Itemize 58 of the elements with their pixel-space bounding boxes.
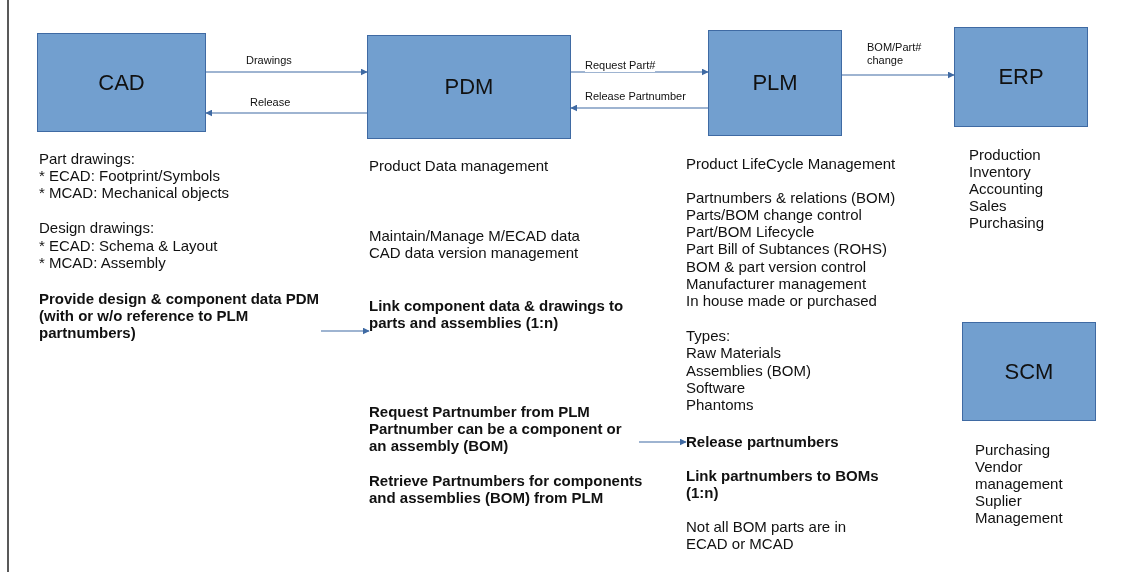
annotation-text: Purchasing — [975, 441, 1051, 458]
annotation-text: Maintain/Manage M/ECAD data — [369, 227, 580, 244]
arrow — [205, 109, 368, 117]
annotation-text: Accounting — [969, 180, 1044, 197]
annotation-text: CAD data version management — [369, 244, 579, 261]
system-name: ERP — [998, 64, 1044, 90]
arrow — [570, 68, 709, 76]
system-name: PLM — [752, 70, 798, 96]
annotation-text: Phantoms — [686, 396, 754, 413]
edge-label: Release Partnumber — [585, 90, 686, 103]
annotation-text: Link partnumbers to BOMs (1:n) — [686, 467, 880, 501]
annotation-text: Suplier Management — [975, 492, 1064, 526]
arrow — [841, 71, 955, 79]
annotation-text: Product LifeCycle Management — [686, 155, 896, 172]
annotation-text: BOM & part version control — [686, 258, 867, 275]
system-name: CAD — [98, 69, 145, 96]
annotation-text: * MCAD: Mechanical objects — [39, 184, 230, 201]
note-text: Link component data & drawings to parts and assemblies (1:n) — [369, 297, 624, 331]
annotation-text: Purchasing — [969, 214, 1045, 231]
annotation-text: Partnumbers & relations (BOM) — [686, 189, 896, 206]
annotation-text: Product Data management — [369, 157, 549, 174]
annotation-text: Part Bill of Subtances (ROHS) — [686, 240, 887, 257]
arrow — [205, 68, 368, 76]
system-box — [367, 35, 571, 139]
arrow — [320, 327, 370, 335]
annotation-text: Retrieve Partnumbers for components and assemblies (BOM) from PLM — [369, 472, 644, 506]
system-name: PDM — [444, 74, 494, 100]
edge-label: Drawings — [246, 54, 292, 67]
annotation-text: Not all BOM parts are in ECAD or MCAD — [686, 518, 848, 552]
annotation-text: * ECAD: Schema & Layout — [39, 237, 218, 254]
system-box — [708, 30, 842, 136]
annotation-text: * MCAD: Assembly — [39, 254, 166, 271]
note-text: Release partnumbers — [686, 433, 839, 450]
system-box — [37, 33, 206, 132]
note-text: Provide design & component data PDM (with or w/o reference to PLM partnumbers) — [39, 290, 320, 341]
annotation-text: Part/BOM Lifecycle — [686, 223, 815, 240]
system-box — [962, 322, 1096, 421]
annotation-text: Part drawings: — [39, 150, 135, 167]
arrow — [638, 438, 687, 446]
annotation-text: Assemblies (BOM) — [686, 362, 812, 379]
annotation-text: Production — [969, 146, 1041, 163]
note-text: Request Partnumber from PLM Partnumber can be a component or an assembly (BOM) — [369, 403, 622, 454]
annotation-text: In house made or purchased — [686, 292, 877, 309]
annotation-text: Types: — [686, 327, 731, 344]
annotation-text: Vendor management — [975, 458, 1064, 492]
annotation-text: Raw Materials — [686, 344, 782, 361]
system-box — [954, 27, 1088, 127]
annotation-text: * ECAD: Footprint/Symbols — [39, 167, 220, 184]
edge-label: Release — [250, 96, 291, 109]
annotation-text: Inventory — [969, 163, 1031, 180]
arrow — [570, 104, 709, 112]
annotation-text: Sales — [969, 197, 1007, 214]
system-name: SCM — [1004, 358, 1054, 385]
annotation-text: Manufacturer management — [686, 275, 867, 292]
annotation-text: Design drawings: — [39, 219, 155, 236]
annotation-text: Parts/BOM change control — [686, 206, 862, 223]
edge-label: Request Part# — [585, 59, 656, 72]
annotation-text: Software — [686, 379, 746, 396]
